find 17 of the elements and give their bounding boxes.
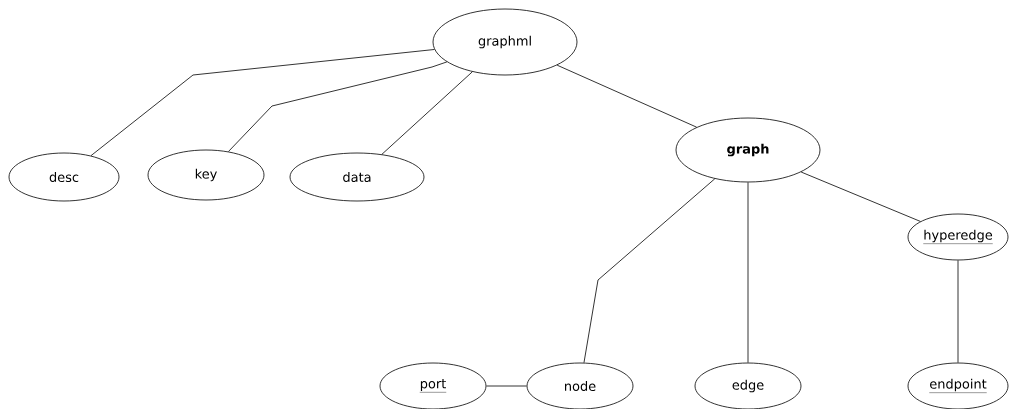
connector-line bbox=[381, 71, 473, 155]
ellipse-node: port bbox=[379, 362, 487, 409]
ellipse-node: data bbox=[289, 152, 425, 202]
connector-line bbox=[800, 171, 921, 222]
connector-line bbox=[747, 182, 749, 363]
ellipse-node: endpoint bbox=[907, 362, 1009, 409]
connector-line bbox=[228, 61, 448, 152]
connector-line bbox=[556, 64, 698, 128]
ellipse-node: hyperedge bbox=[907, 213, 1009, 261]
ellipse-node: key bbox=[147, 149, 265, 201]
connector-line bbox=[583, 178, 716, 364]
ellipse-node: desc bbox=[8, 152, 120, 202]
ellipse-node: graphml bbox=[432, 8, 578, 76]
ellipse-node: graph bbox=[675, 117, 821, 183]
connector-line bbox=[486, 385, 527, 387]
connector-line bbox=[957, 260, 959, 363]
connector-line bbox=[90, 49, 435, 157]
